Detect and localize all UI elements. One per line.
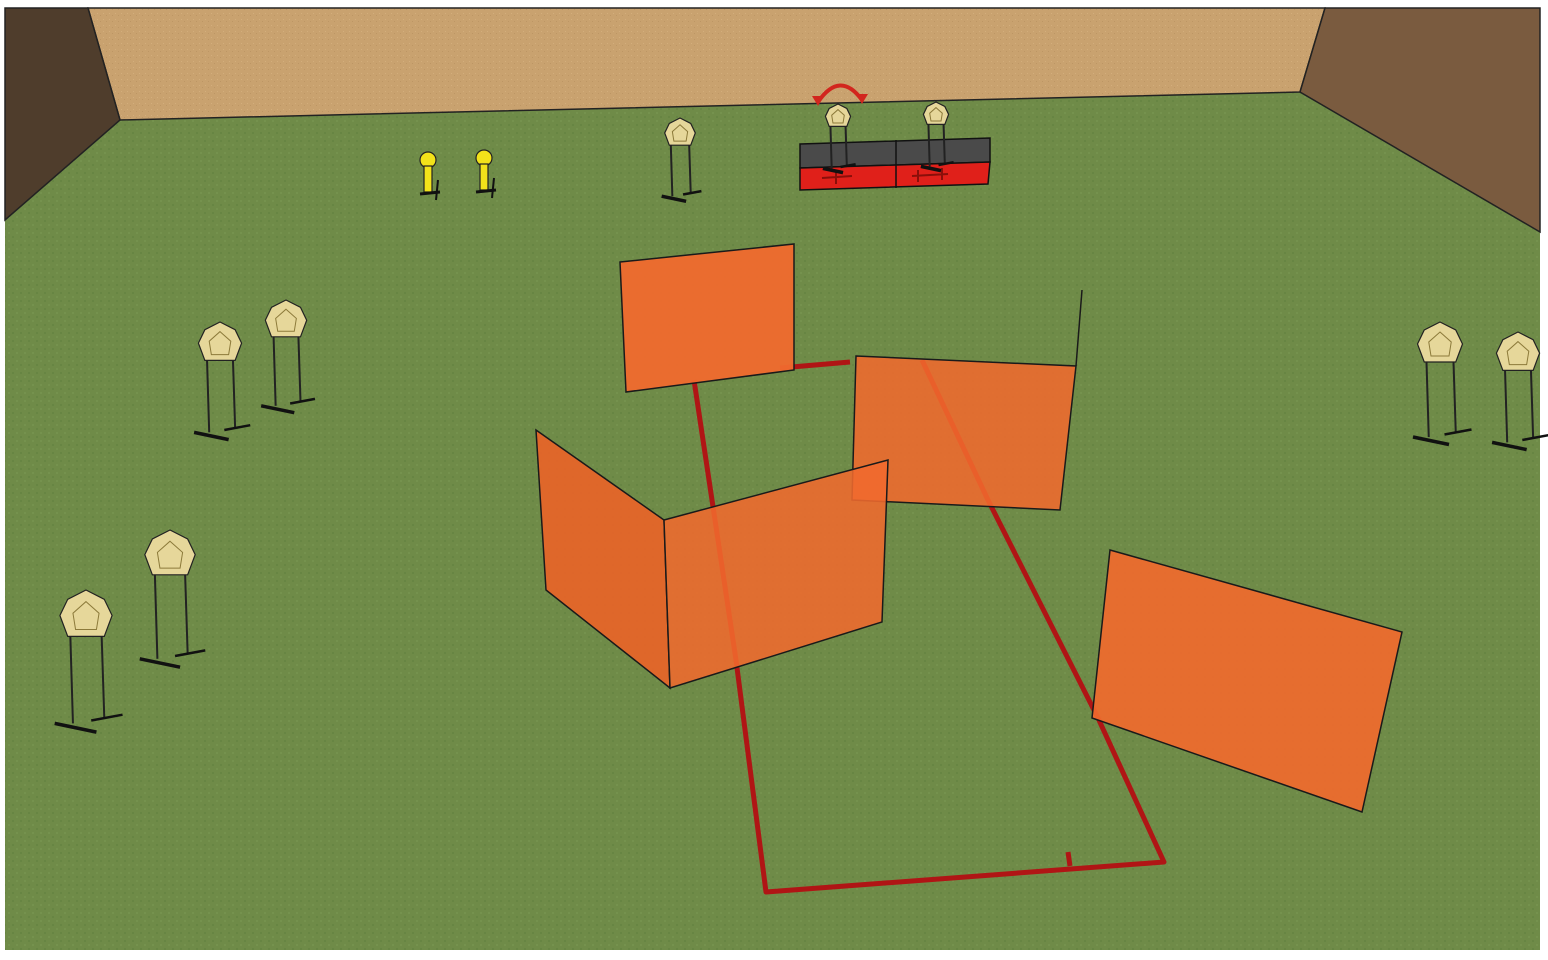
barricade-panel-1 <box>620 244 794 392</box>
loading-table <box>800 138 990 190</box>
